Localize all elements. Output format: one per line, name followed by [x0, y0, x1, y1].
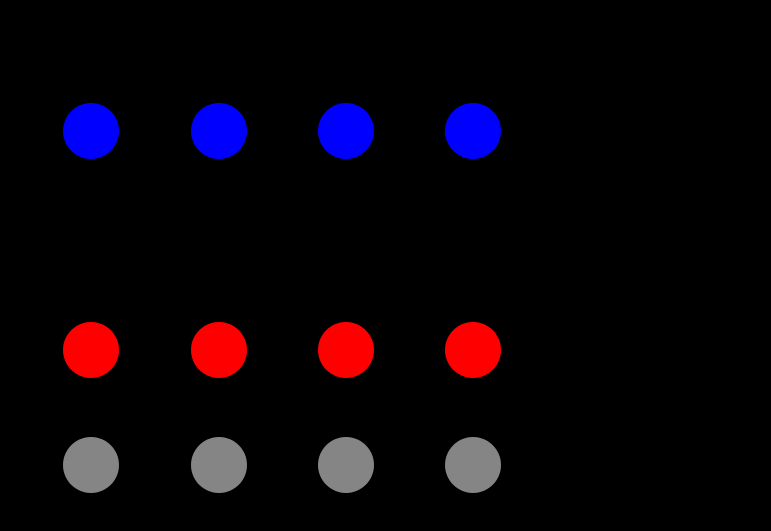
- blue-row-dot-4: [445, 103, 501, 159]
- blue-row-dot-2: [191, 103, 247, 159]
- red-row-dot-3: [318, 322, 374, 378]
- gray-row-dot-2: [191, 437, 247, 493]
- red-row-dot-1: [63, 322, 119, 378]
- gray-row-dot-1: [63, 437, 119, 493]
- gray-row-dot-4: [445, 437, 501, 493]
- blue-row-dot-1: [63, 103, 119, 159]
- blue-row-dot-3: [318, 103, 374, 159]
- red-row-dot-2: [191, 322, 247, 378]
- gray-row-dot-3: [318, 437, 374, 493]
- red-row-dot-4: [445, 322, 501, 378]
